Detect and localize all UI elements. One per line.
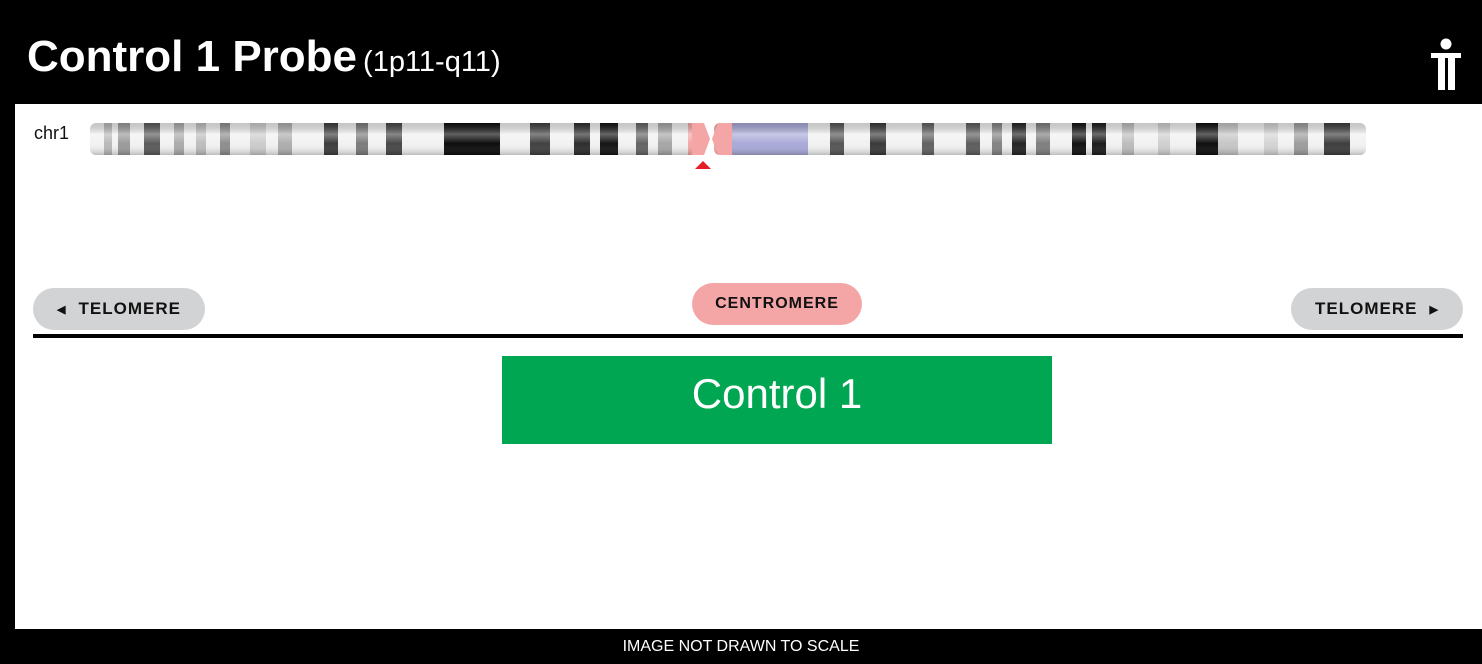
q-arm-shading bbox=[714, 123, 1366, 155]
p-arm-shading bbox=[90, 123, 696, 155]
probe-region: Control 1 bbox=[502, 356, 1052, 444]
chromosome-label: chr1 bbox=[34, 123, 70, 143]
scale-disclaimer-text: IMAGE NOT DRAWN TO SCALE bbox=[622, 638, 860, 655]
centromere-label: CENTROMERE bbox=[715, 295, 839, 312]
centromere-marker-icon bbox=[695, 161, 711, 169]
telomere-left-pill: ◀ TELOMERE bbox=[33, 288, 205, 330]
telomere-right-pill: TELOMERE ▶ bbox=[1291, 288, 1463, 330]
telomere-right-label: TELOMERE bbox=[1315, 299, 1418, 318]
probe-location: (1p11-q11) bbox=[363, 46, 501, 78]
centromere-constriction bbox=[692, 123, 732, 155]
scale-disclaimer: IMAGE NOT DRAWN TO SCALE bbox=[0, 630, 1482, 664]
probe-title: Control 1 Probe(1p11-q11) bbox=[27, 32, 501, 82]
probe-label: Control 1 bbox=[691, 370, 863, 417]
triangle-left-icon: ◀ bbox=[57, 303, 67, 316]
chromosome-ideogram bbox=[90, 123, 1366, 169]
probe-name: Control 1 Probe bbox=[27, 32, 358, 81]
chromosome-axis-line bbox=[33, 334, 1463, 338]
triangle-right-icon: ▶ bbox=[1429, 303, 1439, 316]
header-bar: Control 1 Probe(1p11-q11) bbox=[0, 0, 1482, 104]
telomere-left-label: TELOMERE bbox=[78, 299, 181, 318]
person-info-icon[interactable] bbox=[1426, 38, 1466, 90]
centromere-pill: CENTROMERE bbox=[692, 283, 862, 325]
